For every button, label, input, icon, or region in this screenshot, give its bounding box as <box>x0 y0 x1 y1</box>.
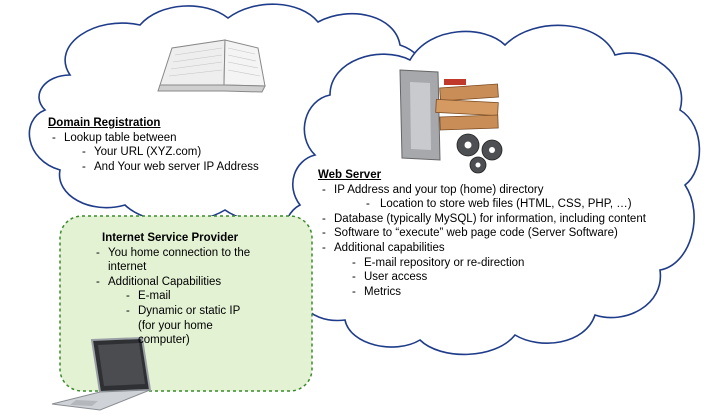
laptop-icon <box>51 336 152 411</box>
web-server-item: Metrics <box>318 285 646 300</box>
web-server-item: Location to store web files (HTML, CSS, … <box>318 197 646 212</box>
web-server-item: Additional capabilities <box>318 241 646 256</box>
isp-item: computer) <box>138 334 190 347</box>
isp-block: Internet Service Provider You home conne… <box>92 231 250 348</box>
web-server-item: Database (typically MySQL) for informati… <box>318 212 646 227</box>
isp-item: (for your home <box>138 319 213 332</box>
web-server-icon <box>399 69 503 174</box>
isp-item: E-mail <box>92 289 250 304</box>
domain-registration-item: Lookup table between <box>48 131 259 146</box>
isp-title: Internet Service Provider <box>102 232 239 244</box>
open-book-icon <box>157 39 266 93</box>
web-server-title: Web Server <box>318 169 382 181</box>
domain-registration-item: Your URL (XYZ.com) <box>48 145 259 160</box>
domain-registration-item: And Your web server IP Address <box>48 160 259 175</box>
web-server-item: E-mail repository or re-direction <box>318 256 646 271</box>
domain-registration-title: Domain Registration <box>48 117 161 129</box>
isp-item: internet <box>108 261 147 274</box>
isp-item: You home connection to the <box>92 246 250 261</box>
web-server-item: IP Address and your top (home) directory <box>318 183 646 198</box>
web-server-block: Web Server IP Address and your top (home… <box>318 168 646 299</box>
isp-item: Additional Capabilities <box>92 275 250 290</box>
web-server-item: Software to “execute” web page code (Ser… <box>318 226 646 241</box>
isp-item: Dynamic or static IP <box>92 304 250 319</box>
web-server-item: User access <box>318 270 646 285</box>
domain-registration-block: Domain Registration Lookup table between… <box>48 116 259 174</box>
